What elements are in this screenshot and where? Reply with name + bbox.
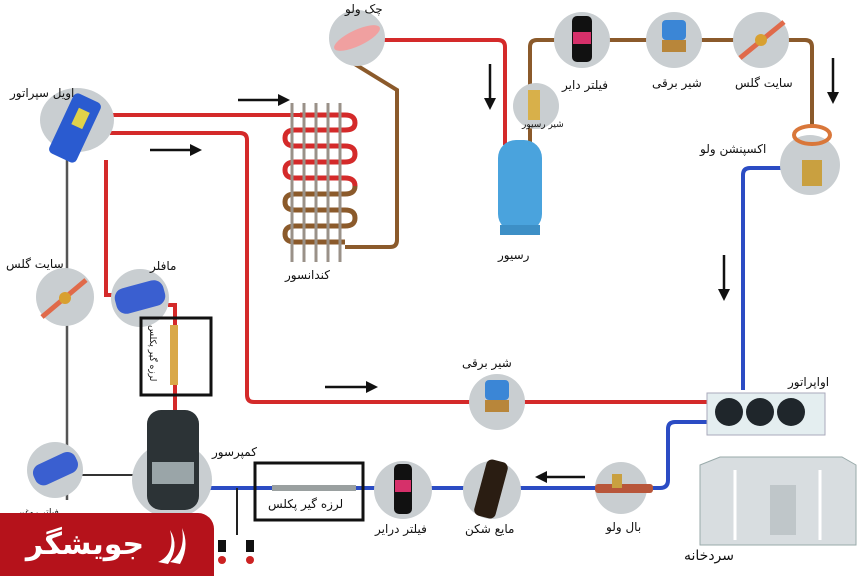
filter-drier-bottom[interactable]: [374, 461, 432, 519]
filter-drier-top[interactable]: [554, 12, 610, 68]
arrow-evaporator-down: [718, 255, 730, 301]
suction-line: [210, 420, 712, 490]
brand-name: جویشگر: [25, 527, 145, 562]
label-sight-glass-top: سایت گلس: [735, 76, 793, 90]
label-muffler: مافلر: [150, 259, 177, 273]
brand-logo[interactable]: جویشگر: [0, 513, 214, 576]
hot-gas-line: [110, 131, 720, 404]
ball-valve[interactable]: [595, 462, 653, 514]
oil-filter[interactable]: [27, 442, 83, 498]
label-ball-valve: بال ولو: [606, 520, 642, 534]
label-vibration-eliminator-vertical: لرزه گیر پکلس: [147, 325, 157, 382]
evaporator-unit[interactable]: [706, 392, 826, 436]
label-compressor: کمپرسور: [212, 445, 257, 459]
label-solenoid-valve-top: شیر برقی: [652, 76, 702, 90]
liquid-separator[interactable]: [463, 458, 521, 520]
label-expansion-valve: اکسپنشن ولو: [700, 142, 767, 156]
condenser-coil: [282, 103, 358, 262]
arrow-condenser-inlet: [238, 94, 290, 106]
label-liquid-separator: مایع شکن: [465, 522, 515, 536]
sight-glass-left[interactable]: [36, 268, 94, 326]
arrow-solenoid-line: [325, 381, 378, 393]
label-vibration-eliminator-horizontal: لرزه گیر پکلس: [268, 497, 344, 511]
solenoid-valve-bottom[interactable]: [469, 374, 525, 430]
label-condenser: کندانسور: [285, 268, 331, 282]
expansion-valve[interactable]: [780, 124, 840, 195]
expansion-outlet-line: [741, 166, 790, 390]
label-check-valve: چک ولو: [345, 2, 383, 16]
label-receiver-valve: شیر رسیور: [522, 120, 564, 130]
sight-glass-top[interactable]: [733, 12, 789, 68]
arrow-suction: [535, 471, 585, 483]
vibration-eliminator-vertical[interactable]: [139, 316, 213, 397]
condenser-outlet-line: [338, 36, 399, 249]
label-cold-room: سردخانه: [684, 548, 735, 564]
solenoid-valve-top[interactable]: [646, 12, 702, 68]
pressure-switches: [218, 540, 254, 564]
compressor[interactable]: [132, 410, 212, 518]
arrow-expansion: [827, 58, 839, 104]
receiver-valve[interactable]: [513, 83, 559, 129]
check-valve[interactable]: [329, 10, 385, 66]
muffler[interactable]: [111, 269, 169, 327]
cold-room: [699, 456, 857, 546]
label-evaporator: اواپراتور: [788, 375, 830, 389]
label-filter-drier-top: فیلتر دایر: [562, 78, 609, 92]
label-filter-drier-bottom: فیلتر درایر: [375, 522, 427, 536]
label-receiver: رسیور: [498, 248, 530, 262]
check-valve-line: [380, 38, 507, 145]
label-solenoid-valve-bottom: شیر برقی: [462, 356, 512, 370]
label-oil-separator: اویل سپراتور: [10, 86, 75, 100]
arrow-receiver: [484, 64, 496, 110]
brand-mark-icon: [158, 527, 186, 564]
receiver-tank[interactable]: [498, 140, 542, 235]
label-sight-glass-left: سایت گلس: [6, 257, 64, 271]
vibration-eliminator-horizontal[interactable]: [253, 461, 365, 522]
oil-separator[interactable]: [40, 88, 114, 164]
arrow-discharge: [150, 144, 202, 156]
